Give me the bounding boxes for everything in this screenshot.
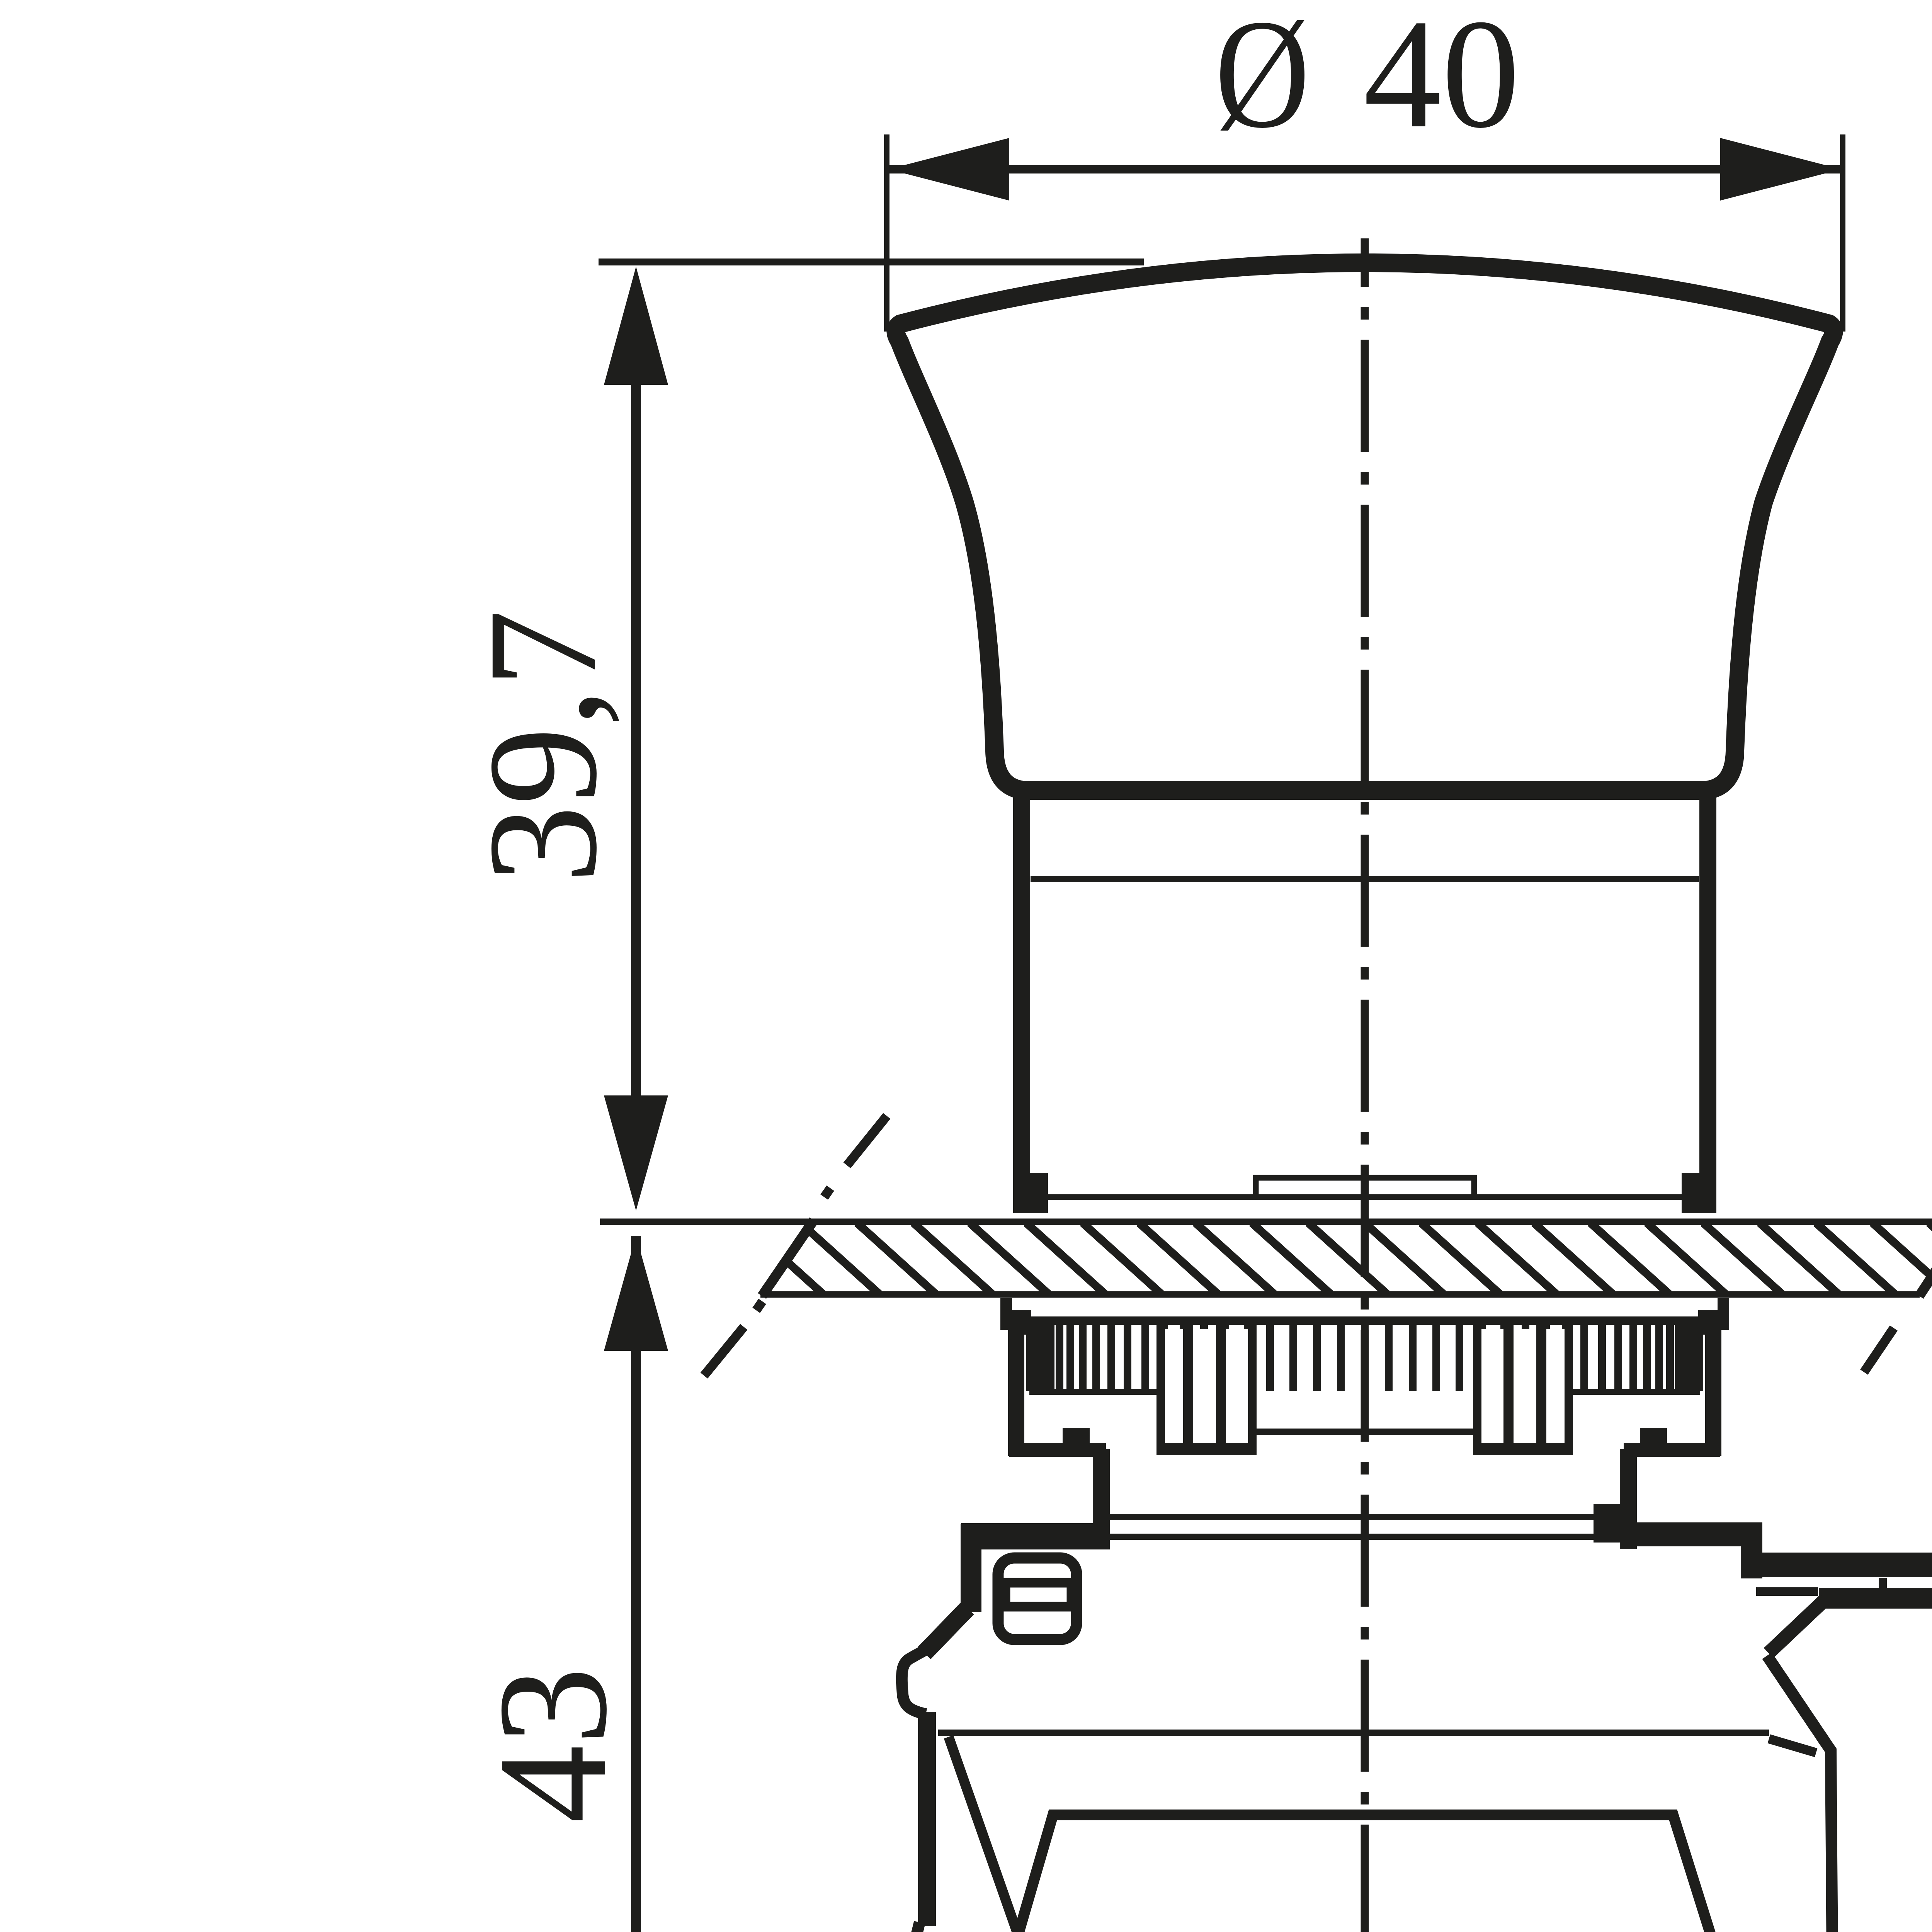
svg-text:39,7: 39,7	[456, 610, 629, 884]
svg-text:Ø: Ø	[1215, 0, 1310, 160]
svg-text:40: 40	[1364, 0, 1520, 160]
svg-text:43: 43	[466, 1667, 639, 1823]
